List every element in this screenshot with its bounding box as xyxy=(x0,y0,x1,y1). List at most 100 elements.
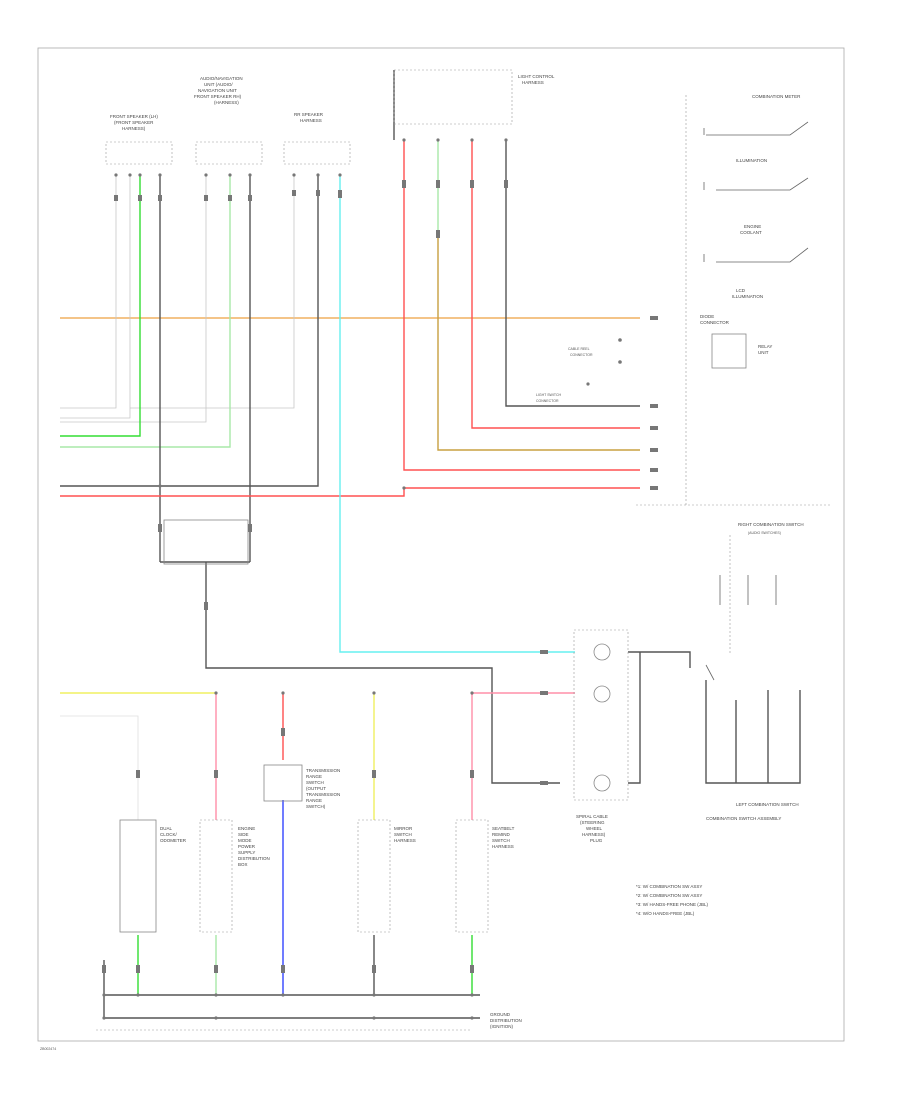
light-switch-label: LIGHT SWITCH xyxy=(536,393,561,397)
lcd-label-2: ILLUMINATION xyxy=(732,294,763,299)
wire-black xyxy=(505,140,640,407)
wire-red xyxy=(403,140,640,471)
legend-1: *1: W/ COMBINATION SW ASSY xyxy=(636,884,702,889)
diagram-code: ZB002474 xyxy=(40,1047,56,1051)
transmission-label-3: SWITCH xyxy=(306,780,324,785)
rr-speaker-label-2: HARNESS xyxy=(300,118,322,123)
dual-clock-label-2: CLOCK/ xyxy=(160,832,178,837)
wire-cyan xyxy=(339,175,575,653)
wire-green xyxy=(60,175,141,437)
junction-box xyxy=(163,519,249,565)
mirror-switch-label: MIRROR xyxy=(394,826,413,831)
audio-unit-label-4: FRONT SPEAKER RH) xyxy=(194,94,242,99)
spiral-cable-label-2: (STEERING xyxy=(580,820,605,825)
light-control-connector xyxy=(393,69,513,125)
transmission-label-4: (OUTPUT xyxy=(306,786,326,791)
legend-4: *4: W/O HANDS-FREE (JBL) xyxy=(636,911,695,916)
wire-pink xyxy=(471,692,575,695)
wire-lightgreen xyxy=(60,175,231,448)
audio-unit-label-2: UNIT (AUDIO/ xyxy=(204,82,233,87)
dual-clock-label-3: ODOMETER xyxy=(160,838,187,843)
front-speaker-label-2: (FRONT SPEAKER xyxy=(114,120,154,125)
ground-dist-label-3: (IGNITION) xyxy=(490,1024,513,1029)
transmission-label: TRANSMISSION xyxy=(306,768,340,773)
wires-group xyxy=(60,70,801,1019)
audio-unit-label-3: NAVIGATION UNIT xyxy=(198,88,237,93)
combination-meter-label: COMBINATION METER xyxy=(752,94,801,99)
wire-black xyxy=(60,175,319,487)
lcd-label: LCD xyxy=(736,288,746,293)
power-module-label-4: POWER xyxy=(238,844,256,849)
right-combination-contacts xyxy=(705,575,777,681)
wire-black xyxy=(705,680,801,784)
relay-label: RELAY xyxy=(758,344,772,349)
combination-meter-switches xyxy=(703,121,809,263)
mirror-switch-box xyxy=(357,819,391,933)
spiral-cable-label-4: HARNESS) xyxy=(582,832,606,837)
wire-white xyxy=(60,715,139,820)
seatbelt-switch-label: SEATBELT xyxy=(492,826,515,831)
labels-group: FRONT SPEAKER (LH) (FRONT SPEAKER HARNES… xyxy=(40,74,804,1051)
wire-gray xyxy=(60,175,117,409)
seatbelt-switch-label-2: REMIND xyxy=(492,832,510,837)
spiral-terminal-1 xyxy=(593,643,611,661)
connector-pins xyxy=(102,138,622,1020)
power-module-label-7: BOX xyxy=(238,862,248,867)
legend-3: *3: W/ HANDS-FREE PHONE (JBL) xyxy=(636,902,709,907)
power-module-label: ENGINE xyxy=(238,826,255,831)
light-control-label-2: HARNESS xyxy=(522,80,544,85)
power-module-label-6: DISTRIBUTION xyxy=(238,856,270,861)
spiral-terminal-2 xyxy=(593,685,611,703)
combo-switch-assy-label: COMBINATION SWITCH ASSEMBLY xyxy=(706,816,781,821)
spiral-cable-label-5: PLUG xyxy=(590,838,603,843)
audio-unit-label-5: (HARNESS) xyxy=(214,100,239,105)
audio-unit-label: AUDIO/NAVIGATION xyxy=(200,76,243,81)
wire-gray xyxy=(130,175,295,409)
wire-gray xyxy=(60,175,207,423)
transmission-switch-box xyxy=(263,764,303,802)
power-distribution-box xyxy=(199,819,233,933)
diagram-frame xyxy=(37,47,845,1042)
front-speaker-label-3: HARNESS) xyxy=(122,126,146,131)
left-combo-switch-label: LEFT COMBINATION SWITCH xyxy=(736,802,799,807)
ground-dist-label: GROUND xyxy=(490,1012,511,1017)
spiral-cable-label-3: WHEEL xyxy=(586,826,603,831)
transmission-label-5: TRANSMISSION xyxy=(306,792,340,797)
audio-unit-connector xyxy=(195,141,263,165)
transmission-label-2: RANGE xyxy=(306,774,322,779)
wire-black xyxy=(628,652,641,784)
spiral-cable-box xyxy=(573,629,629,801)
front-speaker-lh-connector xyxy=(105,141,173,165)
rr-speaker-connector xyxy=(283,141,351,165)
wire-markers xyxy=(102,180,658,973)
spiral-terminal-3 xyxy=(593,774,611,792)
dual-clock-box xyxy=(119,819,157,933)
power-module-label-2: SIDE xyxy=(238,832,249,837)
front-speaker-label: FRONT SPEAKER (LH) xyxy=(110,114,158,119)
wire-black xyxy=(628,651,691,668)
light-control-label: LIGHT CONTROL xyxy=(518,74,555,79)
legend-2: *2: W/ COMBINATION SW ASSY xyxy=(636,893,702,898)
wire-olive xyxy=(437,230,640,451)
wire-red xyxy=(471,140,640,429)
transmission-label-7: SWITCH) xyxy=(306,804,326,809)
engine-coolant-label: ENGINE xyxy=(744,224,761,229)
rr-speaker-label: RR SPEAKER xyxy=(294,112,324,117)
illumination-label: ILLUMINATION xyxy=(736,158,767,163)
engine-coolant-label-2: COOLANT xyxy=(740,230,762,235)
transmission-label-6: RANGE xyxy=(306,798,322,803)
relay-label-2: UNIT xyxy=(758,350,769,355)
seatbelt-switch-label-3: SWITCH xyxy=(492,838,510,843)
wire-black xyxy=(205,562,560,784)
cable-reel-label: CABLE REEL xyxy=(568,347,590,351)
wire-red xyxy=(60,487,640,497)
diode-label: DIODE xyxy=(700,314,714,319)
ground-dist-label-2: DISTRIBUTION xyxy=(490,1018,522,1023)
power-module-label-3: MODE xyxy=(238,838,252,843)
diode-label-2: CONNECTOR xyxy=(700,320,730,325)
seatbelt-switch-label-4: HARNESS xyxy=(492,844,514,849)
relay-unit-box xyxy=(711,333,747,369)
power-module-label-5: SUPPLY xyxy=(238,850,255,855)
